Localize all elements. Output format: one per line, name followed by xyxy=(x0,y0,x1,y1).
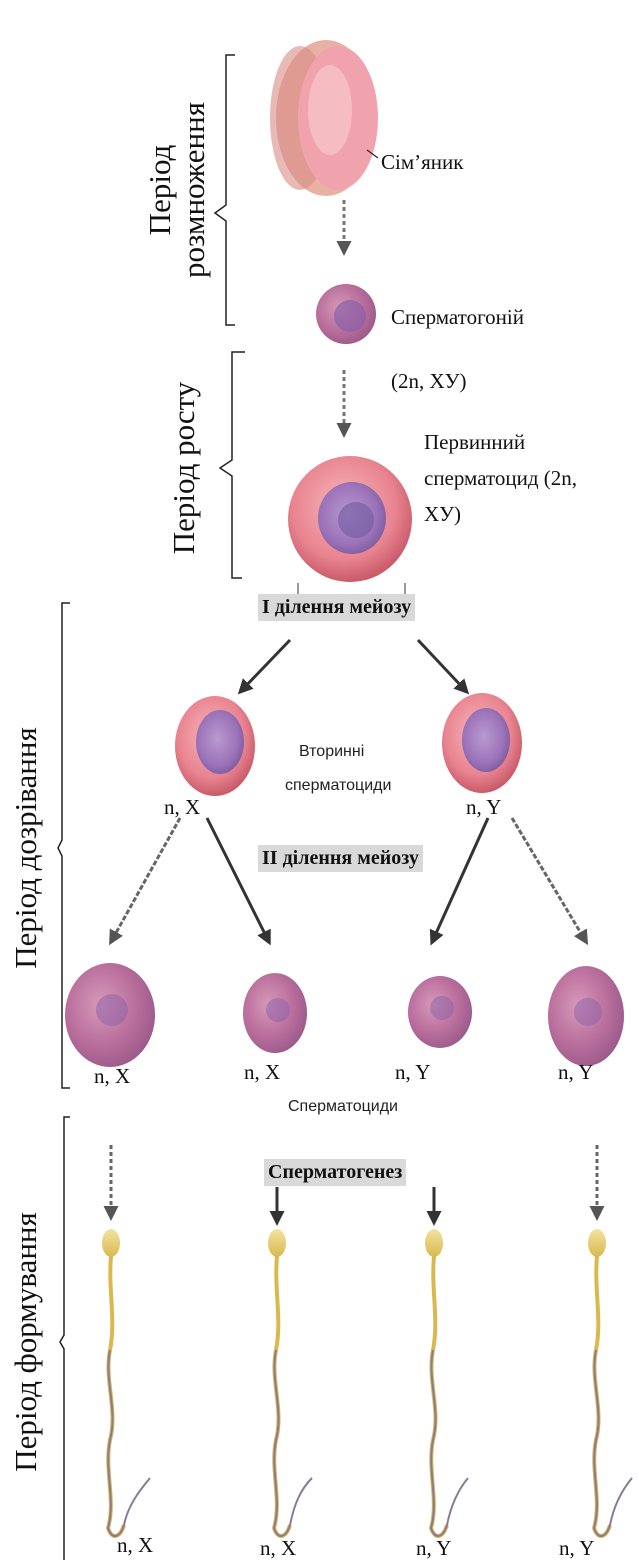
period-reproduction-line1: Період xyxy=(143,102,177,278)
arrow-meiosis2-4 xyxy=(512,818,585,940)
sperm-2-ploidy: n, X xyxy=(260,1536,296,1561)
secondary-spermatocytes-line1: Вторинні xyxy=(299,743,364,761)
secondary-spermatocytes-line2: сперматоциди xyxy=(285,777,391,795)
primary-spermatocyte-line2: сперматоцид (2n, xyxy=(424,466,577,491)
spermatid-cell-4 xyxy=(548,966,624,1066)
spermatid-3-ploidy: n, Y xyxy=(395,1060,430,1085)
primary-spermatocyte-line1: Первинний xyxy=(424,430,525,455)
spermatid-cell-2 xyxy=(243,973,307,1053)
sperm-cell-4 xyxy=(588,1229,632,1536)
sperm-4-ploidy: n, Y xyxy=(559,1536,594,1561)
spermatogonium-cell xyxy=(316,284,376,344)
sperm-3-ploidy: n, Y xyxy=(416,1536,451,1561)
period-maturation-label: Період дозрівання xyxy=(9,727,43,968)
period-reproduction-line2: розмноження xyxy=(177,102,211,278)
arrow-meiosis2-3 xyxy=(433,818,488,940)
secondary-right-ploidy: n, Y xyxy=(466,795,501,820)
secondary-left-ploidy: n, X xyxy=(164,795,200,820)
bracket-growth xyxy=(220,352,245,578)
spermatogonium-label: Сперматогоній xyxy=(391,305,524,330)
spermatogenesis-label: Сперматогенез xyxy=(264,1159,406,1186)
bracket-reproduction xyxy=(215,55,235,325)
arrow-meiosis1-right xyxy=(418,640,465,690)
spermatid-4-ploidy: n, Y xyxy=(558,1060,593,1085)
arrow-meiosis2-2 xyxy=(207,818,268,940)
secondary-spermatocyte-left xyxy=(175,696,255,796)
sperm-cell-1 xyxy=(102,1229,150,1536)
period-growth-label: Період росту xyxy=(167,382,201,555)
spermatid-cell-3 xyxy=(408,976,472,1048)
period-reproduction-label: Період розмноження xyxy=(143,102,211,278)
meiosis1-label: І ділення мейозу xyxy=(258,594,415,621)
testis-image xyxy=(270,40,378,196)
sperm-cell-2 xyxy=(268,1229,312,1536)
testis-label: Сім’яник xyxy=(381,150,463,175)
arrow-meiosis2-1 xyxy=(112,818,180,940)
spermatogonium-ploidy: (2n, ХУ) xyxy=(391,369,467,394)
meiosis2-label: ІІ ділення мейозу xyxy=(258,845,423,872)
primary-spermatocyte-cell xyxy=(288,456,412,582)
bracket-formation xyxy=(60,1117,70,1560)
sperm-1-ploidy: n, X xyxy=(117,1533,153,1558)
sperm-cell-3 xyxy=(425,1229,468,1536)
spermatids-caption: Сперматоциди xyxy=(288,1098,398,1116)
spermatid-cell-1 xyxy=(65,963,155,1067)
arrow-meiosis1-left xyxy=(242,640,290,690)
period-formation-label: Період формування xyxy=(9,1212,43,1472)
secondary-spermatocyte-right xyxy=(442,693,522,793)
primary-spermatocyte-line3: ХУ) xyxy=(424,502,461,527)
spermatid-1-ploidy: n, X xyxy=(94,1064,130,1089)
spermatid-2-ploidy: n, X xyxy=(244,1060,280,1085)
